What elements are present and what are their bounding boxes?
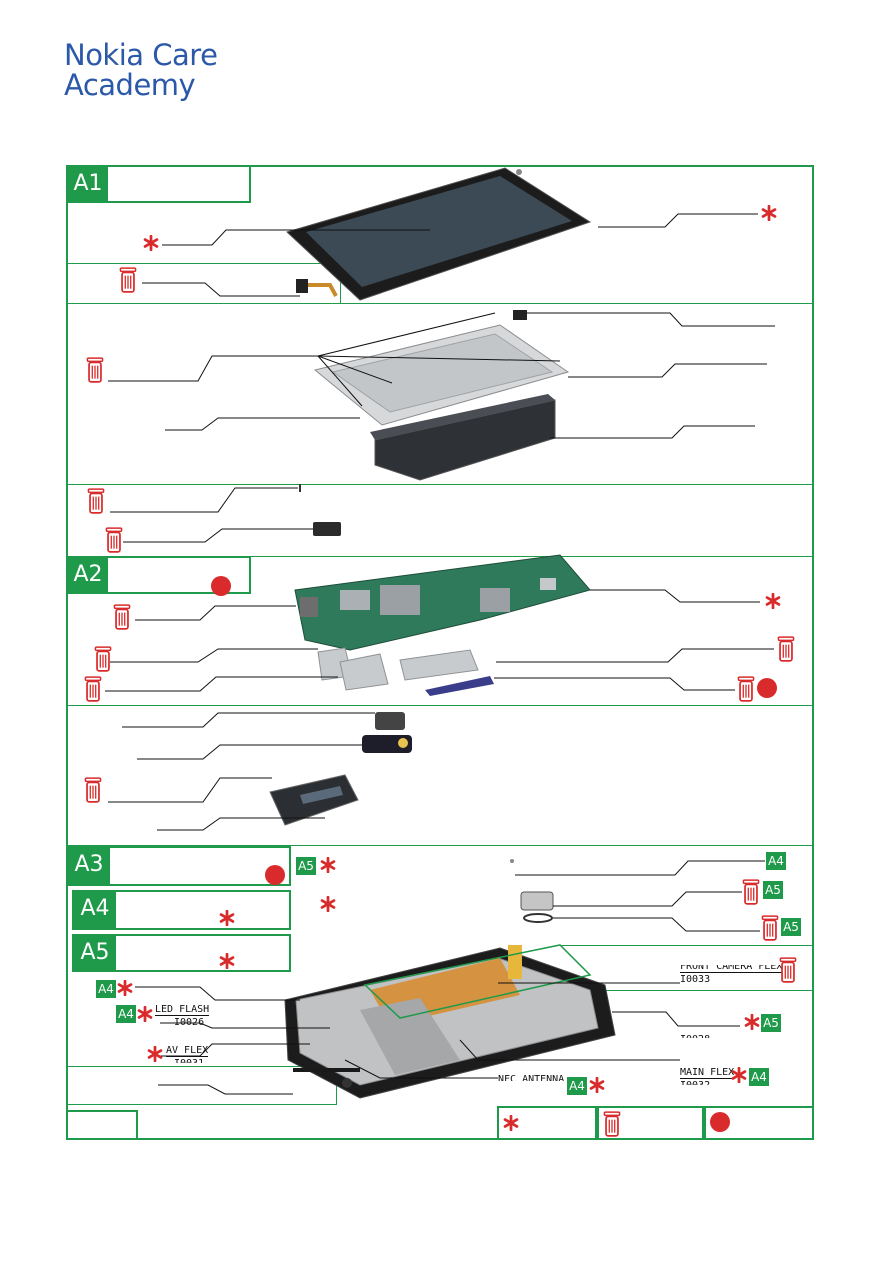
separator [67,303,813,304]
av-flex-code: I0031 [174,1058,204,1063]
separator [67,556,813,557]
front-camera-highlight [363,944,592,1019]
trash-bin-icon [87,488,105,514]
mid-frame-part [313,310,570,426]
separator [598,990,813,991]
asterisk-icon [731,1067,747,1083]
trash-bin-icon [737,676,755,702]
separator [67,845,813,846]
led-flash-label: LED FLASH [155,1004,210,1016]
logo-line-1: Nokia Care [64,38,218,72]
separator [67,263,340,264]
trash-bin-icon [105,527,123,553]
red-dot-icon [757,678,777,698]
trash-bin-icon [119,267,137,293]
tab-a1: A1 [68,167,108,201]
asterisk-icon [761,205,777,221]
trash-bin-icon [779,957,797,983]
trash-bin-icon [113,604,131,630]
asterisk-icon [219,910,235,926]
red-dot-icon [265,865,285,885]
side-part-code: I0028 [680,1034,710,1038]
tab-a3: A3 [68,848,110,884]
asterisk-icon [219,953,235,969]
separator [560,945,813,946]
nfc-antenna-label: NFC ANTENNA [498,1074,565,1081]
badge-a5: A5 [781,918,801,936]
nokia-care-academy-logo: Nokia Care Academy [64,38,218,102]
badge-a4: A4 [766,852,786,870]
front-camera-flex-label: FRONT CAMERA FLEX [680,961,783,973]
tab-a5: A5 [74,936,116,970]
flex-connector-part [296,279,338,297]
asterisk-icon [765,593,781,609]
trash-bin-icon [603,1111,621,1137]
badge-a5: A5 [763,881,783,899]
red-dot-icon [710,1112,730,1132]
front-camera-flex-code: I0033 [680,974,711,985]
badge-a4: A4 [116,1005,136,1023]
sim-tray-part [269,774,359,826]
battery-part [370,394,556,481]
asterisk-icon [589,1077,605,1093]
trash-bin-icon [777,636,795,662]
small-parts [299,484,341,536]
trash-bin-icon [742,879,760,905]
separator [67,484,813,485]
display-part [286,167,592,301]
asterisk-icon [503,1115,519,1131]
trash-bin-icon [94,646,112,672]
separator [67,1104,337,1105]
diagram-frame [66,165,814,1140]
asterisk-icon [117,980,133,996]
separator [67,705,813,706]
mainboard-part [294,554,591,651]
asterisk-icon [137,1006,153,1022]
red-dot-icon [211,576,231,596]
leader-lines [105,213,775,1095]
asterisk-icon [320,857,336,873]
tab-a2: A2 [68,558,108,592]
separator [340,263,341,303]
asterisk-icon [320,896,336,912]
trash-bin-icon [84,676,102,702]
logo-line-2: Academy [64,68,196,102]
trash-bin-icon [761,915,779,941]
asterisk-icon [143,235,159,251]
tab-a4: A4 [74,892,116,928]
shield-cans [317,647,494,696]
camera-module-part [362,712,412,753]
separator [67,1066,337,1067]
trash-bin-icon [84,777,102,803]
badge-a5: A5 [296,857,316,875]
asterisk-icon [744,1014,760,1030]
speaker-part [510,859,554,923]
badge-a4: A4 [96,980,116,998]
badge-a5: A5 [761,1014,781,1032]
chassis-part [284,945,616,1099]
legend-box-left [66,1110,138,1140]
asterisk-icon [147,1046,163,1062]
trash-bin-icon [86,357,104,383]
badge-a4: A4 [749,1068,769,1086]
main-flex-label: MAIN FLEX [680,1067,735,1079]
badge-a4: A4 [567,1077,587,1095]
main-flex-code: I0032 [680,1080,710,1085]
